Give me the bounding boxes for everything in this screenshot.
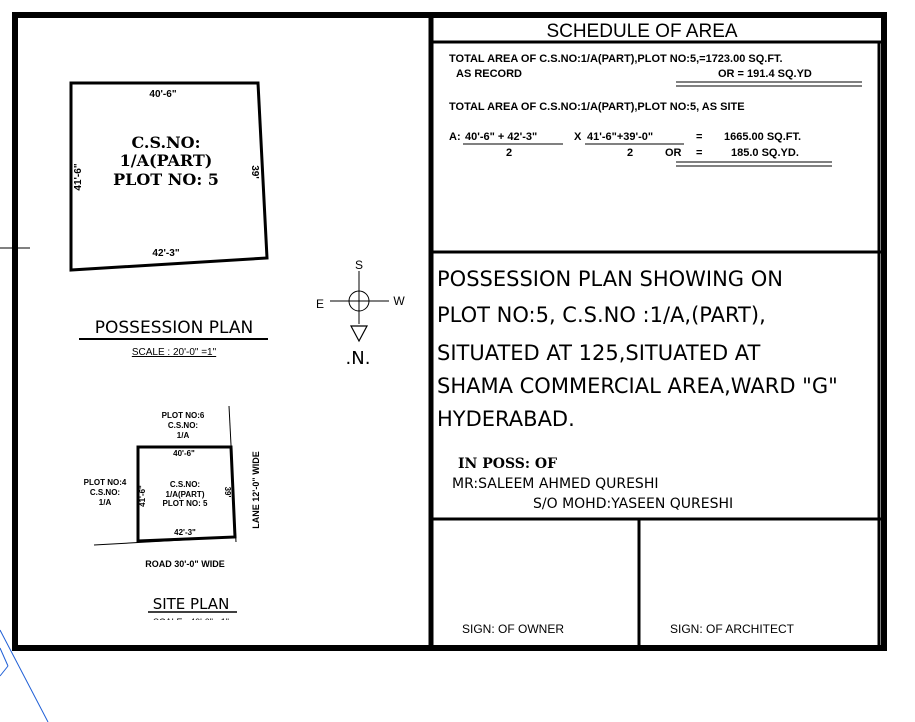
- calc-numerator-2: 41'-6"+39'-0": [587, 131, 653, 143]
- west-neighbour-1: PLOT NO:4: [84, 478, 127, 487]
- owner-name: MR:SALEEM AHMED QURESHI: [452, 476, 658, 492]
- description-line-5: HYDERABAD.: [437, 407, 575, 431]
- record-or: OR = 191.4 SQ.YD: [718, 68, 812, 80]
- calc-equals-2: =: [696, 147, 702, 159]
- sign-architect-label: SIGN: OF ARCHITECT: [670, 622, 795, 636]
- plot-dim-bottom: 42'-3": [152, 248, 179, 259]
- sheet-border: [12, 12, 887, 651]
- calc-denominator-1: 2: [506, 147, 512, 159]
- north-neighbour-1: PLOT NO:6: [162, 411, 205, 420]
- plot-dim-left: 41'-6": [73, 163, 84, 190]
- compass-n: .N.: [346, 348, 371, 369]
- signature-boxes: SIGN: OF OWNER SIGN: OF ARCHITECT: [462, 622, 795, 636]
- lane-label: LANE 12'-0" WIDE: [251, 451, 261, 528]
- plot-dim-right: 39': [249, 165, 260, 179]
- west-neighbour-3: 1/A: [99, 498, 112, 507]
- plot-dim-top: 40'-6": [149, 89, 176, 100]
- site-dim-right: 39': [223, 487, 232, 498]
- in-possession-label: IN POSS: OF: [458, 456, 557, 472]
- possession-plan-scale: SCALE : 20'-0" =1": [132, 347, 217, 358]
- compass: S E W .N.: [316, 258, 405, 369]
- calc-denominator-2: 2: [627, 147, 633, 159]
- calc-sqft: 1665.00 SQ.FT.: [724, 131, 801, 143]
- site-dim-left: 41'-6": [138, 485, 147, 507]
- description-line-2: PLOT NO:5, C.S.NO :1/A,(PART),: [437, 303, 766, 327]
- site-plot-label-2: 1/A(PART): [166, 490, 205, 499]
- possession-plan-title: POSSESSION PLAN: [95, 318, 254, 338]
- compass-w: W: [393, 294, 405, 308]
- site-dim-bottom: 42'-3": [174, 528, 196, 537]
- north-arrow-icon: [350, 325, 368, 343]
- plot-label-1: C.S.NO:: [131, 133, 200, 152]
- calc-equals-1: =: [696, 131, 702, 143]
- record-as: AS RECORD: [456, 68, 522, 80]
- plot-label-3: PLOT NO: 5: [113, 170, 219, 189]
- site-plot-label-3: PLOT NO: 5: [163, 499, 208, 508]
- north-neighbour-2: C.S.NO:: [168, 421, 198, 430]
- description-line-1: POSSESSION PLAN SHOWING ON: [437, 267, 783, 291]
- calc-x: X: [574, 131, 582, 143]
- description-line-3: SITUATED AT 125,SITUATED AT: [437, 341, 761, 365]
- owner-father: S/O MOHD:YASEEN QURESHI: [533, 496, 733, 512]
- calc-sqyd: 185.0 SQ.YD.: [731, 147, 799, 159]
- sign-owner-label: SIGN: OF OWNER: [462, 622, 564, 636]
- compass-s: S: [355, 258, 363, 272]
- site-dim-top: 40'-6": [173, 449, 195, 458]
- calc-numerator-1: 40'-6" + 42'-3": [465, 131, 537, 143]
- site-plan-title: SITE PLAN: [153, 595, 230, 613]
- possession-plan: 40'-6" 41'-6" 39' 42'-3" C.S.NO: 1/A(PAR…: [69, 81, 269, 358]
- schedule-heading: SCHEDULE OF AREA: [546, 21, 737, 42]
- calc-or: OR: [665, 147, 682, 159]
- record-line: TOTAL AREA OF C.S.NO:1/A(PART),PLOT NO:5…: [449, 53, 783, 65]
- calc-a: A:: [449, 131, 461, 143]
- west-neighbour-2: C.S.NO:: [90, 488, 120, 497]
- site-line: TOTAL AREA OF C.S.NO:1/A(PART),PLOT NO:5…: [449, 101, 745, 113]
- site-plot-outline: [136, 445, 237, 543]
- schedule-of-area: SCHEDULE OF AREA TOTAL AREA OF C.S.NO:1/…: [431, 21, 884, 648]
- site-plot-label-1: C.S.NO:: [170, 480, 200, 489]
- road-label: ROAD 30'-0" WIDE: [145, 559, 224, 569]
- scale-mask: [140, 620, 250, 638]
- plan-description: POSSESSION PLAN SHOWING ON PLOT NO:5, C.…: [437, 267, 838, 512]
- plot-label-2: 1/A(PART): [120, 151, 213, 170]
- plot-outline: [69, 81, 269, 272]
- north-neighbour-3: 1/A: [177, 431, 190, 440]
- description-line-4: SHAMA COMMERCIAL AREA,WARD "G": [437, 374, 838, 398]
- site-plan: PLOT NO:6 C.S.NO: 1/A PLOT NO:4 C.S.NO: …: [84, 405, 261, 638]
- compass-e: E: [316, 297, 324, 311]
